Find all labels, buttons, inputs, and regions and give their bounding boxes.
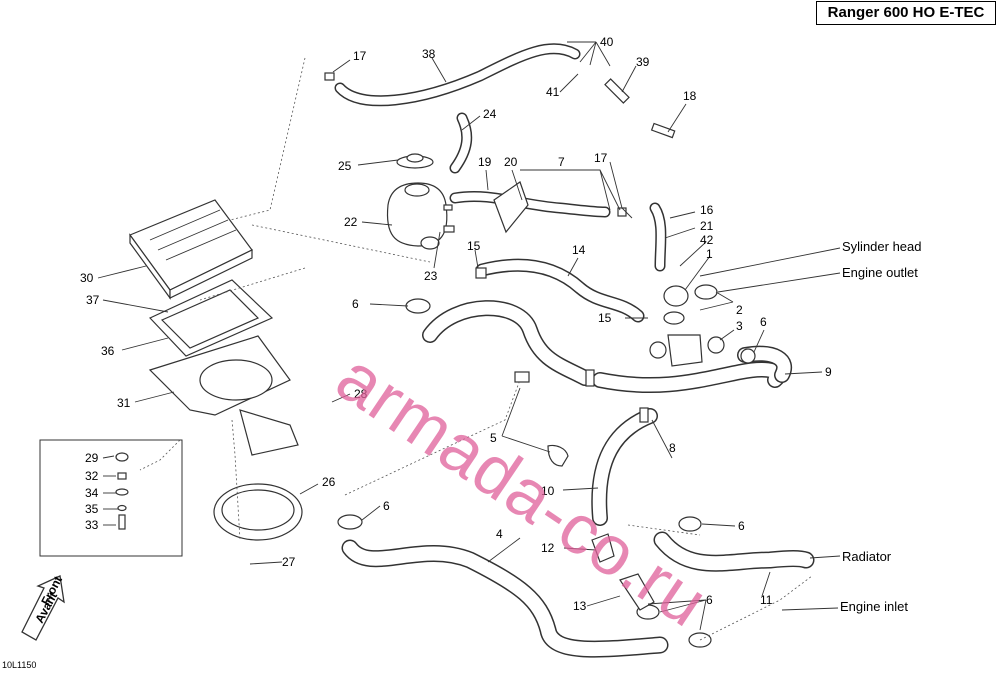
part-number: 1 xyxy=(706,247,713,261)
part-number: 16 xyxy=(700,203,714,217)
part-number: 42 xyxy=(700,233,714,247)
mounting-tray xyxy=(148,335,299,456)
part-number: 6 xyxy=(352,297,359,311)
part-number: 2 xyxy=(736,303,743,317)
thermostat-housing xyxy=(649,285,725,367)
part-number: 39 xyxy=(636,55,650,69)
part-number: 36 xyxy=(101,344,115,358)
small-fittings xyxy=(324,72,676,423)
part-number: 6 xyxy=(760,315,767,329)
ecm-module xyxy=(129,199,253,300)
part-number: 31 xyxy=(117,396,131,410)
part-number: 40 xyxy=(600,35,614,49)
part-number: 5 xyxy=(490,431,497,445)
part-number: 41 xyxy=(546,85,560,99)
reference-lines xyxy=(139,57,813,641)
part-number: 20 xyxy=(504,155,518,169)
part-number: 33 xyxy=(85,518,99,532)
drawing-code: 10L1150 xyxy=(2,660,37,670)
part-number: 32 xyxy=(85,469,99,483)
part-number: 14 xyxy=(572,243,586,257)
hose-14 xyxy=(475,258,645,323)
part-number: 26 xyxy=(322,475,336,489)
round-cover xyxy=(213,483,303,541)
part-number: 12 xyxy=(541,541,555,555)
part-number: 4 xyxy=(496,527,503,541)
part-number: 15 xyxy=(467,239,481,253)
callout-engine-outlet: Engine outlet xyxy=(842,265,918,280)
part-number: 21 xyxy=(700,219,714,233)
callout-engine-inlet: Engine inlet xyxy=(840,599,908,614)
part-number: 34 xyxy=(85,486,99,500)
part-number: 15 xyxy=(598,311,612,325)
part-number: 7 xyxy=(558,155,565,169)
hose-19-20 xyxy=(449,190,611,218)
part-number: 35 xyxy=(85,502,99,516)
part-number: 30 xyxy=(80,271,94,285)
part-number: 6 xyxy=(383,499,390,513)
fitting-13 xyxy=(619,573,655,611)
ecm-bracket xyxy=(148,279,274,357)
part-number: 8 xyxy=(669,441,676,455)
tank-cap xyxy=(396,153,434,169)
part-number: 38 xyxy=(422,47,436,61)
part-number: 3 xyxy=(736,319,743,333)
hardware-kit-box xyxy=(39,439,183,557)
part-number: 25 xyxy=(338,159,352,173)
model-title: Ranger 600 HO E-TEC xyxy=(816,1,996,25)
part-number: 18 xyxy=(683,89,697,103)
part-number: 24 xyxy=(483,107,497,121)
part-number: 29 xyxy=(85,451,99,465)
hose-upper-left xyxy=(422,300,593,386)
part-number: 6 xyxy=(738,519,745,533)
part-number: 10 xyxy=(541,484,555,498)
hose-4 xyxy=(341,539,669,658)
leader-lines xyxy=(97,41,841,631)
part-number: 22 xyxy=(344,215,358,229)
fitting-12 xyxy=(591,533,615,563)
part-number: 37 xyxy=(86,293,100,307)
callout-radiator: Radiator xyxy=(842,549,892,564)
part-number: 27 xyxy=(282,555,296,569)
hose-16-21 xyxy=(649,202,667,272)
part-number: 17 xyxy=(594,151,608,165)
expansion-tank xyxy=(386,182,455,250)
part-number: 6 xyxy=(706,593,713,607)
front-arrow-icon: Front Avant xyxy=(21,574,65,641)
part-number: 23 xyxy=(424,269,438,283)
part-number: 17 xyxy=(353,49,367,63)
hose-24 xyxy=(449,112,473,174)
part-number: 19 xyxy=(478,155,492,169)
hose-10 xyxy=(591,408,658,526)
hose-9 xyxy=(592,361,786,394)
part-number: 28 xyxy=(354,387,368,401)
part-number: 11 xyxy=(760,593,773,607)
callout-cylinder-head: Sylinder head xyxy=(842,239,922,254)
part-number: 13 xyxy=(573,599,587,613)
hose-38 xyxy=(334,43,581,107)
part-number-labels: 17 38 40 39 41 18 24 25 19 20 7 17 16 21… xyxy=(80,35,832,613)
part-number: 9 xyxy=(825,365,832,379)
callouts: Sylinder head Engine outlet Radiator Eng… xyxy=(840,239,922,614)
hose-11 xyxy=(653,531,815,572)
